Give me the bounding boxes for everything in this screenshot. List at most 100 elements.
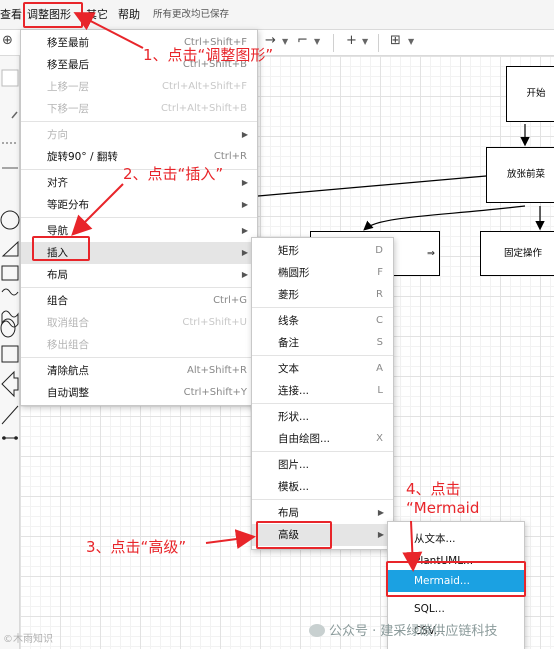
arrange-item-direction: 方向▶ xyxy=(21,124,257,146)
insert-item-image[interactable]: 图片... xyxy=(252,454,393,476)
insert-item-advanced[interactable]: 高级▶ xyxy=(252,524,393,546)
menu-item-label: 自由绘图... xyxy=(278,433,331,445)
menu-item-shortcut: Ctrl+Shift+Y xyxy=(183,387,247,398)
wechat-icon xyxy=(309,624,325,637)
arrange-item-insert[interactable]: 插入▶ xyxy=(21,242,257,264)
submenu-arrow-icon: ▶ xyxy=(241,270,248,279)
zoom-in-icon[interactable]: ⊕ xyxy=(2,33,13,48)
insert-item-layout[interactable]: 布局 ▶ xyxy=(252,502,393,524)
flow-node-step[interactable]: 放张前菜 xyxy=(486,147,554,203)
menu-item-label: SQL... xyxy=(414,603,445,615)
chevron-down-icon[interactable]: ▼ xyxy=(408,37,415,46)
menu-item-shortcut: C xyxy=(376,315,383,326)
connection-arrow-icon[interactable]: → xyxy=(265,33,276,48)
insert-plus-icon[interactable]: + xyxy=(346,33,357,48)
wave-shape[interactable] xyxy=(1,288,19,296)
advanced-item-mermaid[interactable]: Mermaid... xyxy=(388,570,524,592)
menu-item-label: 清除航点 xyxy=(47,365,89,377)
menu-item-label: 文本 xyxy=(278,363,299,375)
annotation-step-1: 1、点击“调整图形” xyxy=(143,46,274,64)
menu-item-shortcut: S xyxy=(376,337,383,348)
menu-item-label: 下移一层 xyxy=(47,103,89,115)
insert-item-template[interactable]: 模板... xyxy=(252,476,393,498)
tape-shape[interactable] xyxy=(1,310,19,328)
advanced-submenu: 从文本...PlantUML...Mermaid...SQL...CSV... xyxy=(387,521,525,649)
menu-item-shortcut: R xyxy=(376,289,383,300)
parallelogram-shape[interactable] xyxy=(1,240,19,257)
arrange-item-navigation[interactable]: 导航▶ xyxy=(21,220,257,242)
flow-node-start[interactable]: 开始 xyxy=(506,66,554,122)
menu-item-label: 移至最后 xyxy=(47,59,89,71)
arrange-item-distribute[interactable]: 等距分布▶ xyxy=(21,194,257,216)
menu-item-shortcut: Ctrl+Shift+U xyxy=(182,317,247,328)
menu-item-shortcut: F xyxy=(377,267,383,278)
menu-separator xyxy=(252,499,393,500)
menu-item-label: CSV... xyxy=(414,625,444,637)
submenu-arrow-icon: ▶ xyxy=(377,530,384,539)
shape-library-icons[interactable] xyxy=(0,56,20,649)
diagonal-line-shape[interactable] xyxy=(1,405,19,425)
menu-item-label: 旋转90° / 翻转 xyxy=(47,151,118,163)
insert-item-shapes[interactable]: 形状... xyxy=(252,406,393,428)
edge-step-to-left xyxy=(363,205,526,231)
toolbar-divider xyxy=(378,34,379,52)
chevron-down-icon[interactable]: ▼ xyxy=(314,37,321,46)
highlight-mermaid-item xyxy=(386,561,526,597)
annotation-step-2: 2、点击“插入” xyxy=(123,165,224,183)
submenu-arrow-icon: ▶ xyxy=(241,130,248,139)
menu-view[interactable]: 查看 xyxy=(0,8,22,21)
pencil-icon[interactable] xyxy=(11,111,18,119)
advanced-item-from-text[interactable]: 从文本... xyxy=(388,528,524,550)
menu-extras[interactable]: 其它 xyxy=(86,8,108,21)
table-icon[interactable]: ⊞ xyxy=(390,33,401,48)
annotation-step-4-line1: 4、点击 xyxy=(406,480,461,498)
flow-node-label: 固定操作 xyxy=(503,247,542,259)
menubar: 查看 调整图形 其它 帮助 所有更改均已保存 xyxy=(0,0,554,30)
cylinder-shape[interactable] xyxy=(0,318,16,338)
arrange-item-layout[interactable]: 布局▶ xyxy=(21,264,257,286)
menu-arrange[interactable]: 调整图形 xyxy=(27,8,71,21)
chevron-down-icon[interactable]: ▼ xyxy=(362,37,369,46)
insert-item-link[interactable]: 连接...L xyxy=(252,380,393,402)
menu-item-label: 取消组合 xyxy=(47,317,89,329)
rectangle-shape[interactable] xyxy=(1,265,19,281)
menu-item-label: 布局 xyxy=(278,507,299,519)
menu-item-label: 形状... xyxy=(278,411,310,423)
arrow-shape[interactable] xyxy=(1,370,19,398)
search-shapes-field[interactable] xyxy=(1,69,19,87)
chevron-down-icon[interactable]: ▼ xyxy=(282,37,289,46)
menu-item-label: 连接... xyxy=(278,385,310,397)
menu-item-label: 备注 xyxy=(278,337,299,349)
submenu-arrow-icon: ▶ xyxy=(241,248,248,257)
insert-item-freehand[interactable]: 自由绘图...X xyxy=(252,428,393,450)
flow-node-label: ⇒ xyxy=(427,247,435,259)
submenu-arrow-icon: ▶ xyxy=(377,508,384,517)
flow-node-fixed[interactable]: 固定操作 xyxy=(480,231,554,276)
advanced-item-csv[interactable]: CSV... xyxy=(388,620,524,642)
annotation-step-4-line2: “Mermaid xyxy=(406,499,480,517)
ellipse-shape[interactable] xyxy=(0,210,20,230)
menu-item-label: 移出组合 xyxy=(47,339,89,351)
watermark-account-name: 建采绿碳供应链科技 xyxy=(380,624,498,639)
square-shape[interactable] xyxy=(1,345,19,363)
menu-separator xyxy=(21,357,257,358)
arrange-item-align[interactable]: 对齐▶ xyxy=(21,172,257,194)
waypoint-icon[interactable]: ⌐ xyxy=(297,33,308,48)
menu-item-label: 组合 xyxy=(47,295,68,307)
insert-item-note[interactable]: 备注 S xyxy=(252,332,393,354)
advanced-item-sql[interactable]: SQL... xyxy=(388,598,524,620)
menu-help[interactable]: 帮助 xyxy=(118,8,140,21)
flow-node-label: 开始 xyxy=(526,88,546,100)
